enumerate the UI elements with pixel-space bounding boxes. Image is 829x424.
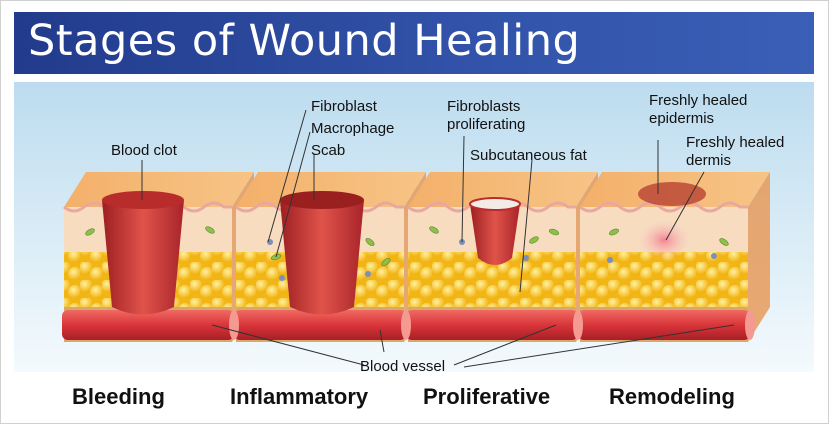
page-title: Stages of Wound Healing <box>28 16 580 66</box>
title-banner: Stages of Wound Healing <box>14 12 814 74</box>
label-freshly-healed-dermis-1: Freshly healed <box>686 134 784 152</box>
label-fibroblasts-proliferating-1: Fibroblasts <box>447 98 520 116</box>
stage-proliferative: Proliferative <box>423 384 550 410</box>
label-freshly-healed-epidermis-2: epidermis <box>649 110 714 128</box>
label-scab: Scab <box>311 142 345 160</box>
blood-vessels <box>62 310 755 340</box>
blood-clot-bleeding <box>102 191 184 315</box>
label-macrophage: Macrophage <box>311 120 394 138</box>
label-fibroblasts-proliferating-2: proliferating <box>447 116 525 134</box>
label-blood-vessel: Blood vessel <box>360 358 445 376</box>
label-fibroblast: Fibroblast <box>311 98 377 116</box>
stage-inflammatory: Inflammatory <box>230 384 368 410</box>
label-subcutaneous-fat: Subcutaneous fat <box>470 147 587 165</box>
label-freshly-healed-epidermis-1: Freshly healed <box>649 92 747 110</box>
blood-clot-inflammatory <box>280 191 364 315</box>
stage-bleeding: Bleeding <box>72 384 165 410</box>
label-freshly-healed-dermis-2: dermis <box>686 152 731 170</box>
label-blood-clot: Blood clot <box>111 142 177 160</box>
stage-remodeling: Remodeling <box>609 384 735 410</box>
